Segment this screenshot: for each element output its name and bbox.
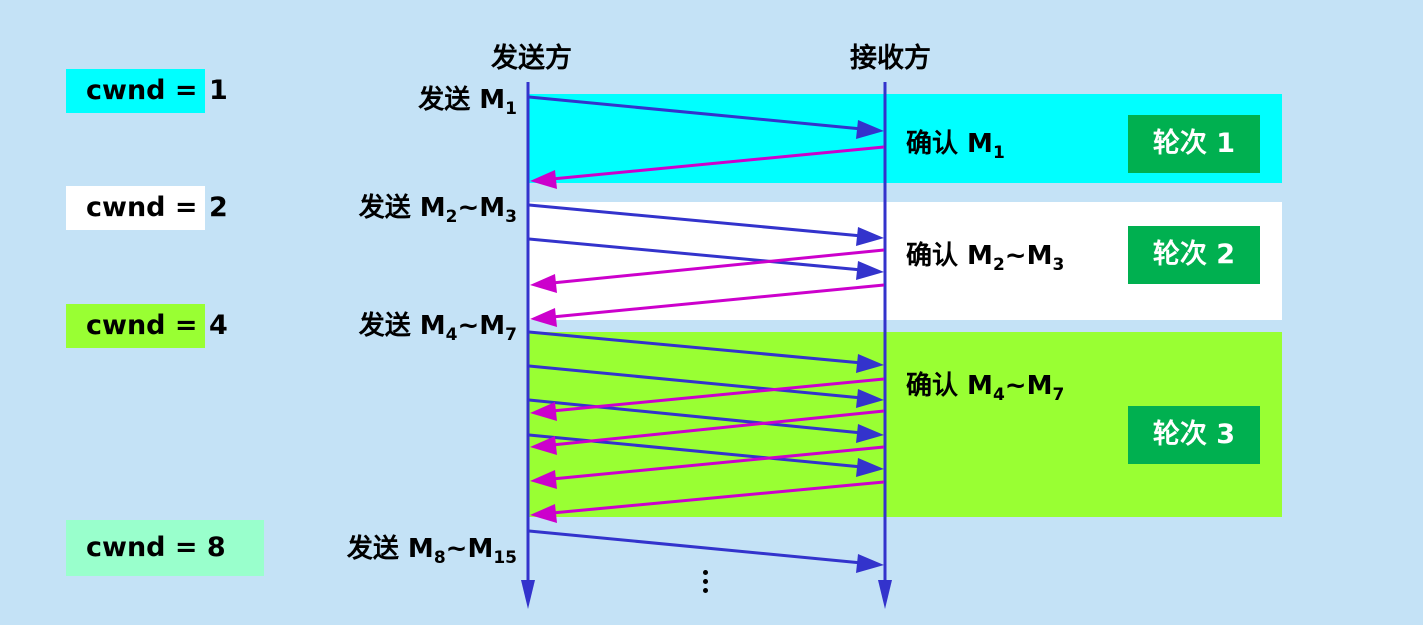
ack-label-round-2: 确认 M2~M3 xyxy=(906,240,1065,275)
send-label-round-2: 发送 M2~M3 xyxy=(358,192,517,227)
cwnd-label-text: cwnd = xyxy=(86,192,198,223)
subscript: 4 xyxy=(992,385,1005,405)
subscript: 7 xyxy=(505,325,517,345)
receiver-header: 接收方 xyxy=(850,43,931,74)
send-arrowheads xyxy=(856,120,884,573)
ack-arrows xyxy=(551,145,885,515)
cwnd-value: 1 xyxy=(208,75,228,106)
round-3-badge: 轮次 3 xyxy=(1128,406,1260,464)
subscript: 4 xyxy=(445,325,458,345)
ack-arrowheads xyxy=(530,170,557,523)
range-text: ~M xyxy=(1004,241,1053,271)
receiver-timeline xyxy=(878,82,892,609)
send-label-round-3: 发送 M4~M7 xyxy=(358,310,517,345)
subscript: 3 xyxy=(1052,255,1065,275)
subscript: 15 xyxy=(493,548,517,568)
range-text: ~M xyxy=(457,193,506,223)
cwnd-4-box xyxy=(66,304,205,348)
range-text: ~M xyxy=(457,311,506,341)
cwnd-label-text: cwnd = xyxy=(86,75,198,106)
sender-header: 发送方 xyxy=(491,43,572,74)
subscript: 1 xyxy=(992,143,1005,163)
sender-timeline xyxy=(521,82,535,609)
cwnd-1-label: cwnd = 1 xyxy=(86,69,228,113)
send-text: 发送 M xyxy=(418,85,506,115)
round-1-badge: 轮次 1 xyxy=(1128,115,1260,173)
ack-text: 确认 M xyxy=(906,129,993,159)
cwnd-4-label: cwnd = 4 xyxy=(86,304,228,348)
send-text: 发送 M xyxy=(346,534,434,564)
subscript: 2 xyxy=(992,255,1005,275)
cwnd-value: 2 xyxy=(208,192,228,223)
subscript: 1 xyxy=(505,99,517,119)
cwnd-8-label: cwnd = 8 xyxy=(86,526,226,570)
round-2-badge: 轮次 2 xyxy=(1128,226,1260,284)
cwnd-8-box xyxy=(66,520,264,576)
ack-label-round-3: 确认 M4~M7 xyxy=(906,370,1065,405)
continuation-ellipsis xyxy=(703,570,711,597)
send-text: 发送 M xyxy=(358,193,446,223)
cwnd-label-text: cwnd = 8 xyxy=(86,532,226,563)
send-arrows xyxy=(528,95,863,565)
subscript: 3 xyxy=(505,207,517,227)
ack-text: 确认 M xyxy=(906,371,993,401)
subscript: 8 xyxy=(433,548,446,568)
send-text: 发送 M xyxy=(358,311,446,341)
subscript: 7 xyxy=(1052,385,1065,405)
range-text: ~M xyxy=(445,534,494,564)
range-text: ~M xyxy=(1004,371,1053,401)
cwnd-1-box xyxy=(66,69,205,113)
cwnd-label-text: cwnd = xyxy=(86,310,198,341)
cwnd-value: 4 xyxy=(208,310,228,341)
subscript: 2 xyxy=(445,207,458,227)
send-label-round-4: 发送 M8~M15 xyxy=(346,533,517,568)
ack-text: 确认 M xyxy=(906,241,993,271)
cwnd-2-label: cwnd = 2 xyxy=(86,186,228,230)
cwnd-2-box xyxy=(66,186,205,230)
send-label-round-1: 发送 M1 xyxy=(418,84,517,119)
ack-label-round-1: 确认 M1 xyxy=(906,128,1005,163)
